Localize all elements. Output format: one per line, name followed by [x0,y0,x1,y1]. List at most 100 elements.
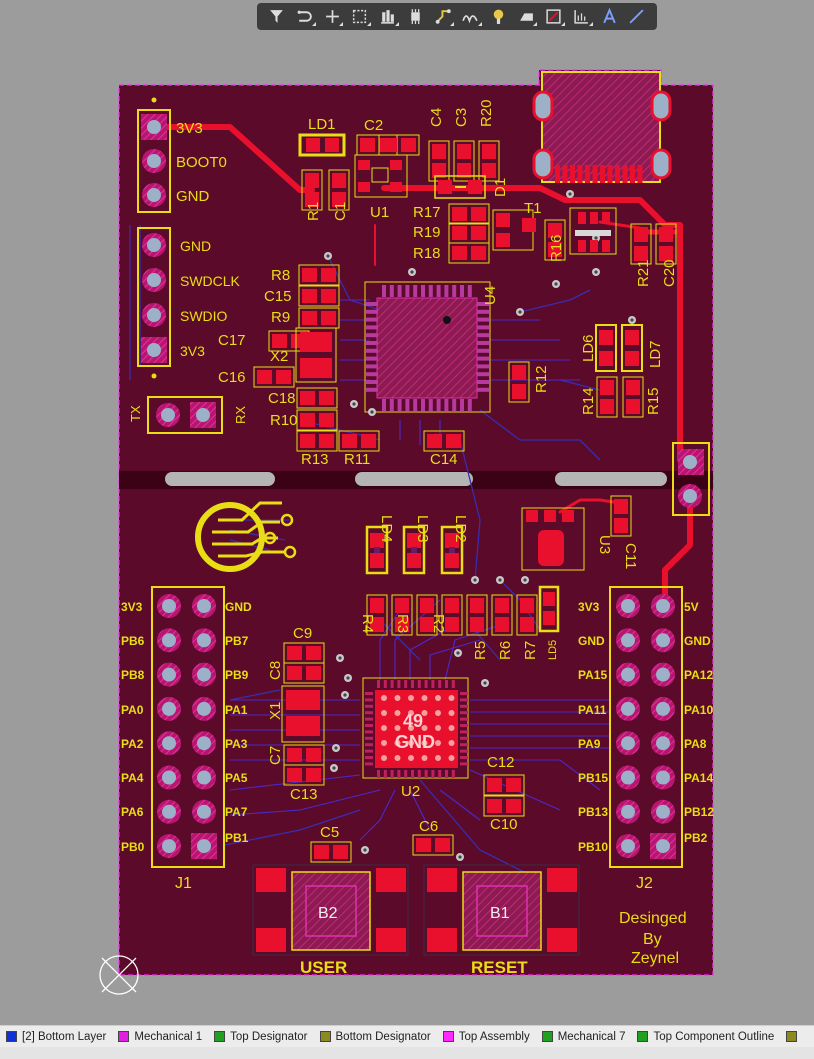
j2-header: J2 [609,586,683,892]
crosshair-button[interactable] [321,6,344,28]
layer-tab-bottom[interactable]: [2] Bottom Layer [6,1031,106,1043]
usb-pin [622,165,628,183]
smd-outline [328,169,350,211]
smd-pad [332,192,346,207]
thermal-via [448,740,455,746]
j2-pin-label: PA14 [684,771,713,785]
j2-pin-label: 3V3 [578,600,600,614]
component-button[interactable] [404,6,426,28]
layer-tab-top-assembly[interactable]: Top Assembly [442,1031,530,1043]
u2-pin [383,770,387,778]
header-hole [621,770,635,785]
via-button[interactable] [487,6,509,28]
power-header [672,442,710,516]
slot-1 [165,472,275,486]
u4-pin [366,341,378,345]
smd-pad [302,311,317,325]
smd-pad [471,207,486,221]
smd-outline [630,223,652,265]
credit-line-2: By [643,931,662,948]
u4-pin [444,285,449,297]
thermal-via [435,740,441,746]
u2-pin [365,736,373,740]
slot-3 [555,472,667,486]
designator-c17: C17 [218,332,246,349]
smd-pad [634,227,648,242]
u2-pin [424,770,428,778]
layer-tab-more[interactable] [786,1031,798,1042]
j1-pin-label: PA5 [225,771,248,785]
diode-d1 [434,175,486,199]
u2-pin [365,749,373,753]
via-hole [483,681,487,685]
j1-designator: J1 [175,875,192,892]
crosshair-icon [325,10,339,23]
u2-pin [431,770,435,778]
line-button[interactable] [626,6,648,28]
smd-pad [659,227,673,242]
designator-c8: C8 [267,661,284,680]
diff-pair-button[interactable] [460,6,482,28]
smd-outline [298,285,340,307]
thermal-via [408,740,414,746]
smd-pad [305,192,319,207]
smd-outline [544,219,566,261]
header-hole [162,667,176,682]
u2-pin [424,680,428,688]
align-button[interactable] [377,6,399,28]
j2-pin-label: GND [684,634,711,648]
uart-tx-label: TX [128,405,143,422]
interactive-route-button[interactable] [432,6,455,28]
u4-pin [452,285,457,297]
layer-tab-mech7[interactable]: Mechanical 7 [541,1031,625,1043]
designator-c3: C3 [453,108,470,127]
origin-marker-icon [99,955,139,995]
smd-pad [370,598,384,613]
button-b2: B2 USER [252,864,409,977]
designator-r10: R10 [270,412,298,429]
layer-tab-top-component-outline[interactable]: Top Component Outline [637,1031,774,1043]
layer-tab-mech1[interactable]: Mechanical 1 [118,1031,202,1043]
select-rect-button[interactable] [349,6,371,28]
header-hole [621,667,635,682]
pcb-board-view[interactable]: 3V3 BOOT0 GND GND SWDCLK SWDIO 3V3 TX RX… [0,0,814,1025]
header-hole [197,667,211,682]
usb-pin [637,165,643,183]
j1-pin-label: PA0 [121,703,144,717]
smd-pad [314,845,329,859]
thermal-via [381,755,387,761]
smd-pad [512,384,526,399]
slot-2 [355,472,473,486]
polygon-button[interactable] [515,6,538,28]
thermal-via [408,755,414,761]
header-hole [197,770,211,785]
smd-pad [457,163,471,178]
b1-designator: B1 [490,905,510,922]
designator-r1: R1 [305,202,322,221]
crystal-x2 [295,327,337,383]
route-button[interactable] [294,6,316,28]
dimension-button[interactable] [571,6,593,28]
graphic-rect-button[interactable] [543,6,565,28]
via-hole [630,318,634,322]
layer-tab-top-designator[interactable]: Top Designator [214,1031,308,1043]
pcb-toolbar [257,3,657,30]
header-hole [162,770,176,785]
header-hole [197,701,211,716]
u2-pin [460,749,468,753]
u4-pin [477,302,489,306]
board-outline [118,84,714,976]
filter-button[interactable] [266,6,288,28]
designator-ld3: LD3 [414,515,431,543]
smd-pad [457,144,471,159]
layer-tab-bottom-designator[interactable]: Bottom Designator [319,1031,431,1043]
smd-pad [287,768,302,782]
smd-pad [306,768,321,782]
designator-c6: C6 [419,818,438,835]
smd-outline [448,203,490,225]
text-button[interactable] [598,6,620,28]
u4-pin [382,399,386,411]
designator-r7: R7 [522,641,539,660]
u2-qfn: 49 GND U2 [362,677,469,800]
smd-pad [321,289,336,303]
